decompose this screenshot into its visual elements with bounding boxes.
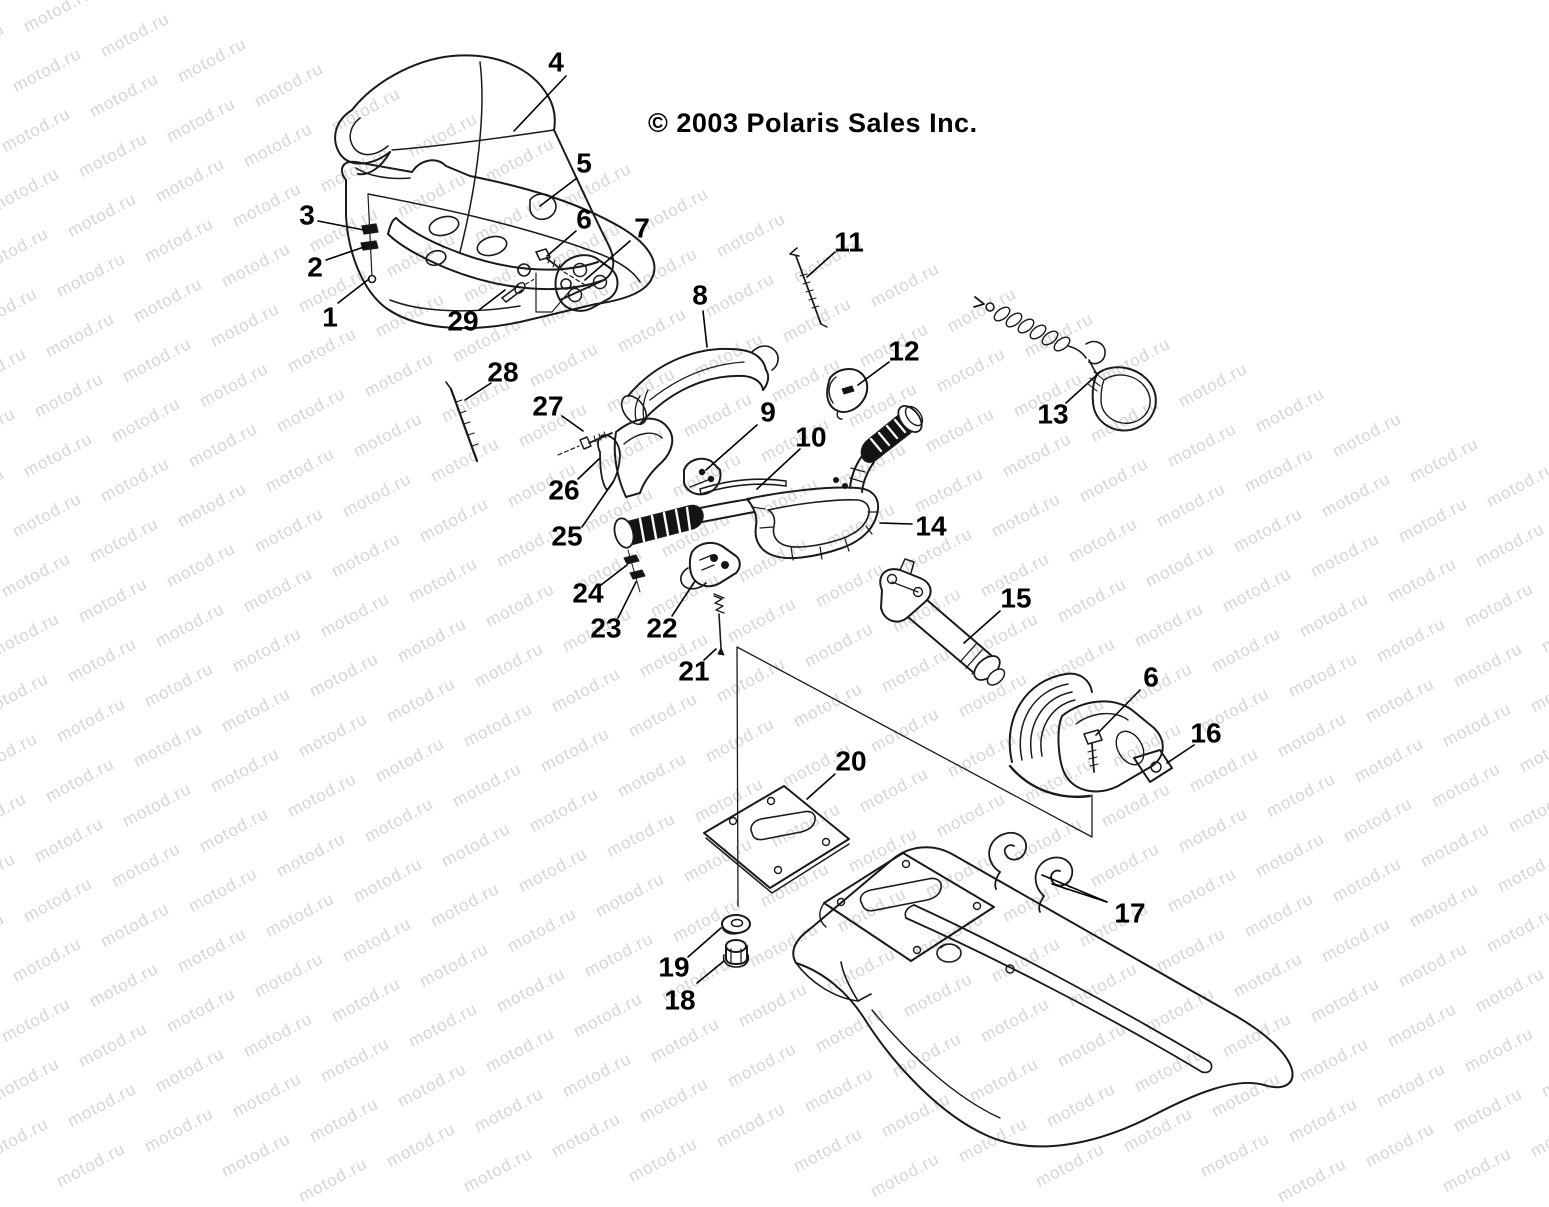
callout-leader-26 — [577, 458, 600, 480]
callout-leader-9 — [705, 424, 758, 471]
part-handlebar-pad — [620, 345, 779, 426]
callout-leader-27 — [561, 415, 584, 432]
part-pin-screw — [557, 431, 613, 456]
part-mount-plate — [703, 785, 850, 894]
callout-number-27: 27 — [532, 391, 563, 422]
callout-number-26: 26 — [548, 475, 579, 506]
callout-number-6: 6 — [576, 204, 592, 235]
callout-number-2: 2 — [307, 252, 323, 283]
callout-leader-23 — [617, 581, 637, 619]
callout-leader-12 — [857, 361, 890, 386]
part-trim-strip — [699, 477, 848, 495]
callout-leader-13 — [1065, 371, 1101, 404]
part-clamp-hardware — [501, 248, 619, 313]
callout-leader-10 — [756, 448, 801, 490]
callout-number-8: 8 — [692, 280, 708, 311]
callout-number-15: 15 — [1000, 583, 1031, 614]
callout-number-11: 11 — [834, 227, 864, 258]
callout-leader-17 — [1051, 883, 1108, 903]
part-switch-block — [679, 541, 741, 590]
callout-leader-4 — [513, 75, 567, 132]
callout-leader-8 — [702, 310, 708, 348]
callout-number-18: 18 — [664, 985, 695, 1016]
callout-number-9: 9 — [760, 397, 776, 428]
exploded-diagram: 1234567298111213910272826251424232221156… — [299, 47, 1294, 1148]
part-handlebar — [613, 405, 924, 561]
callout-number-14: 14 — [915, 511, 947, 542]
part-screw — [713, 593, 725, 656]
part-cap — [826, 368, 869, 420]
callout-number-17: 17 — [1114, 898, 1145, 929]
part-steering-shaft — [879, 558, 1006, 686]
callout-number-7: 7 — [634, 213, 650, 244]
part-locknuts — [623, 549, 646, 593]
part-safety-lanyard — [973, 296, 1157, 432]
callout-leader-14 — [879, 522, 913, 525]
callout-leader-16 — [1166, 744, 1195, 764]
part-cable — [789, 247, 828, 328]
part-steering-cover-upper — [334, 54, 615, 301]
callout-leader-1 — [337, 278, 370, 304]
alignment-lines — [736, 646, 1093, 907]
callout-number-19: 19 — [658, 952, 689, 983]
callout-number-22: 22 — [646, 613, 677, 644]
part-clips — [988, 831, 1074, 913]
part-shaft-mount — [1008, 672, 1173, 798]
callout-number-21: 21 — [678, 656, 709, 687]
part-tie-rod — [445, 381, 479, 463]
callout-leader-25 — [581, 481, 614, 528]
callout-number-10: 10 — [795, 422, 826, 453]
callout-leader-6 — [546, 230, 577, 257]
part-steering-cover-lower — [340, 159, 656, 330]
part-lever-guard — [597, 417, 674, 498]
callout-leader-15 — [963, 610, 1001, 644]
callout-leader-21 — [703, 648, 717, 661]
callout-leader-2 — [325, 246, 365, 261]
callout-number-13: 13 — [1037, 399, 1068, 430]
part-washer — [721, 914, 751, 935]
callout-number-25: 25 — [551, 521, 582, 552]
part-cover-screws — [360, 194, 379, 284]
callout-leader-17 — [1041, 874, 1108, 903]
callout-number-3: 3 — [299, 200, 315, 231]
callout-leader-3 — [317, 220, 365, 231]
callout-number-1: 1 — [322, 302, 338, 333]
part-console-cover — [792, 846, 1294, 1148]
callout-leader-11 — [806, 251, 836, 278]
callout-number-4: 4 — [548, 47, 564, 78]
callout-leader-7 — [584, 240, 631, 281]
callout-number-12: 12 — [888, 336, 919, 367]
callout-leader-20 — [806, 773, 836, 800]
callout-leader-5 — [539, 177, 578, 207]
part-nut — [722, 939, 750, 968]
callout-number-23: 23 — [590, 613, 621, 644]
callout-number-20: 20 — [835, 746, 866, 777]
callout-number-16: 16 — [1190, 718, 1221, 749]
callout-leader-29 — [478, 289, 506, 311]
callout-number-6: 6 — [1143, 662, 1159, 693]
callout-leader-18 — [696, 960, 725, 984]
callout-leader-22 — [671, 580, 696, 617]
callout-leader-28 — [464, 382, 492, 401]
callout-number-5: 5 — [576, 148, 592, 179]
copyright-notice: © 2003 Polaris Sales Inc. — [648, 108, 978, 138]
callout-number-29: 29 — [447, 306, 478, 337]
callout-leader-24 — [600, 564, 628, 586]
callout-leader-6 — [1095, 689, 1141, 736]
callout-leader-19 — [687, 927, 722, 958]
callout-number-28: 28 — [487, 357, 518, 388]
callout-number-24: 24 — [572, 578, 604, 609]
